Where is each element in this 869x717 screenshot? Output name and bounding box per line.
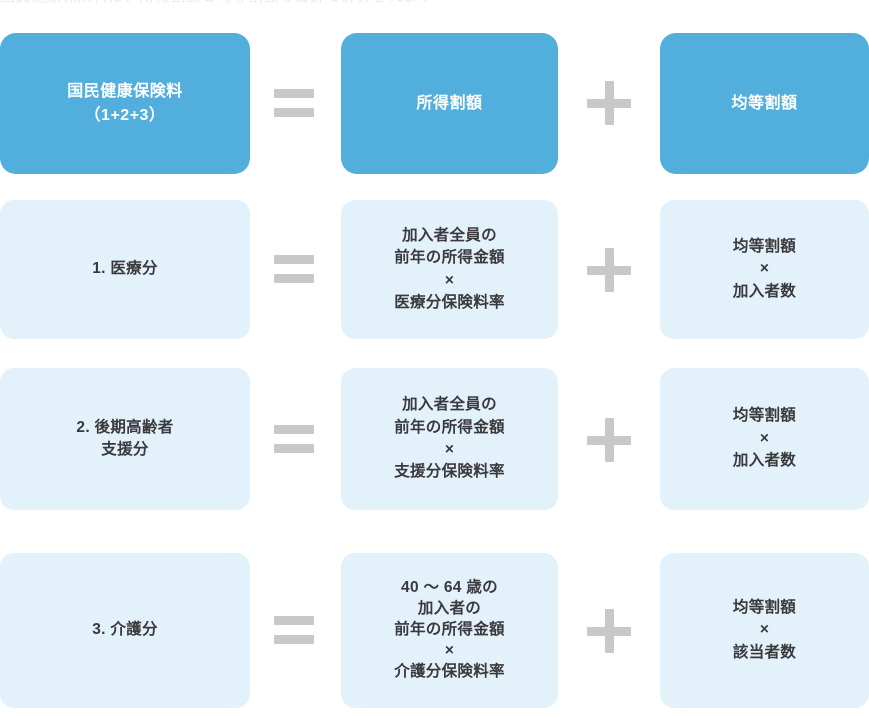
term-box-medical-per-capita-levy: 均等割額 × 加入者数: [660, 200, 869, 339]
formula-row-header: 国民健康保険料 （1+2+3） 所得割額 均等割額: [0, 33, 869, 174]
term-box-label: 均等割額 × 加入者数: [732, 407, 797, 470]
clipped-heading-text: 国民健康保険料は、所得割額と均等割額の合計で計算されます: [0, 0, 869, 7]
formula-row-medical: 1. 医療分 加入者全員の 前年の所得金額 × 医療分保険料率 均等割額 × 加…: [0, 200, 869, 339]
term-box-label: 加入者全員の 前年の所得金額 × 支援分保険料率: [394, 396, 505, 481]
equals-icon: [274, 89, 314, 117]
result-box-label: 2. 後期高齢者 支援分: [76, 418, 174, 458]
term-box-label: 均等割額 × 加入者数: [732, 237, 797, 300]
plus-icon: [587, 248, 631, 292]
formula-row-nursing-care: 3. 介護分 40 ～ 64 歳の 加入者の 前年の所得金額 × 介護分保険料率…: [0, 553, 869, 708]
equals-icon: [274, 616, 314, 644]
term-box-label: 均等割額: [731, 94, 798, 112]
term-box-elderly-support-per-capita-levy: 均等割額 × 加入者数: [660, 368, 869, 510]
term-box-nursing-care-income-levy: 40 ～ 64 歳の 加入者の 前年の所得金額 × 介護分保険料率: [341, 553, 558, 708]
term-box-income-levy: 所得割額: [341, 33, 558, 174]
plus-icon: [587, 609, 631, 653]
plus-icon: [587, 81, 631, 125]
equals-icon: [274, 255, 314, 283]
result-box-label: 3. 介護分: [92, 621, 158, 639]
term-box-elderly-support-income-levy: 加入者全員の 前年の所得金額 × 支援分保険料率: [341, 368, 558, 510]
term-box-nursing-care-per-capita-levy: 均等割額 × 該当者数: [660, 553, 869, 708]
result-box-total-premium: 国民健康保険料 （1+2+3）: [0, 33, 250, 174]
term-box-per-capita-levy: 均等割額: [660, 33, 869, 174]
plus-icon: [587, 418, 631, 462]
result-box-medical-portion: 1. 医療分: [0, 200, 250, 339]
term-box-label: 所得割額: [416, 94, 483, 112]
term-box-label: 均等割額 × 該当者数: [732, 598, 797, 661]
result-box-elderly-support-portion: 2. 後期高齢者 支援分: [0, 368, 250, 510]
term-box-medical-income-levy: 加入者全員の 前年の所得金額 × 医療分保険料率: [341, 200, 558, 339]
result-box-label: 1. 医療分: [92, 260, 158, 278]
formula-row-elderly-support: 2. 後期高齢者 支援分 加入者全員の 前年の所得金額 × 支援分保険料率 均等…: [0, 368, 869, 510]
result-box-label: 国民健康保険料 （1+2+3）: [67, 82, 183, 124]
term-box-label: 40 ～ 64 歳の 加入者の 前年の所得金額 × 介護分保険料率: [394, 579, 505, 680]
equals-icon: [274, 425, 314, 453]
result-box-nursing-care-portion: 3. 介護分: [0, 553, 250, 708]
term-box-label: 加入者全員の 前年の所得金額 × 医療分保険料率: [394, 226, 505, 311]
